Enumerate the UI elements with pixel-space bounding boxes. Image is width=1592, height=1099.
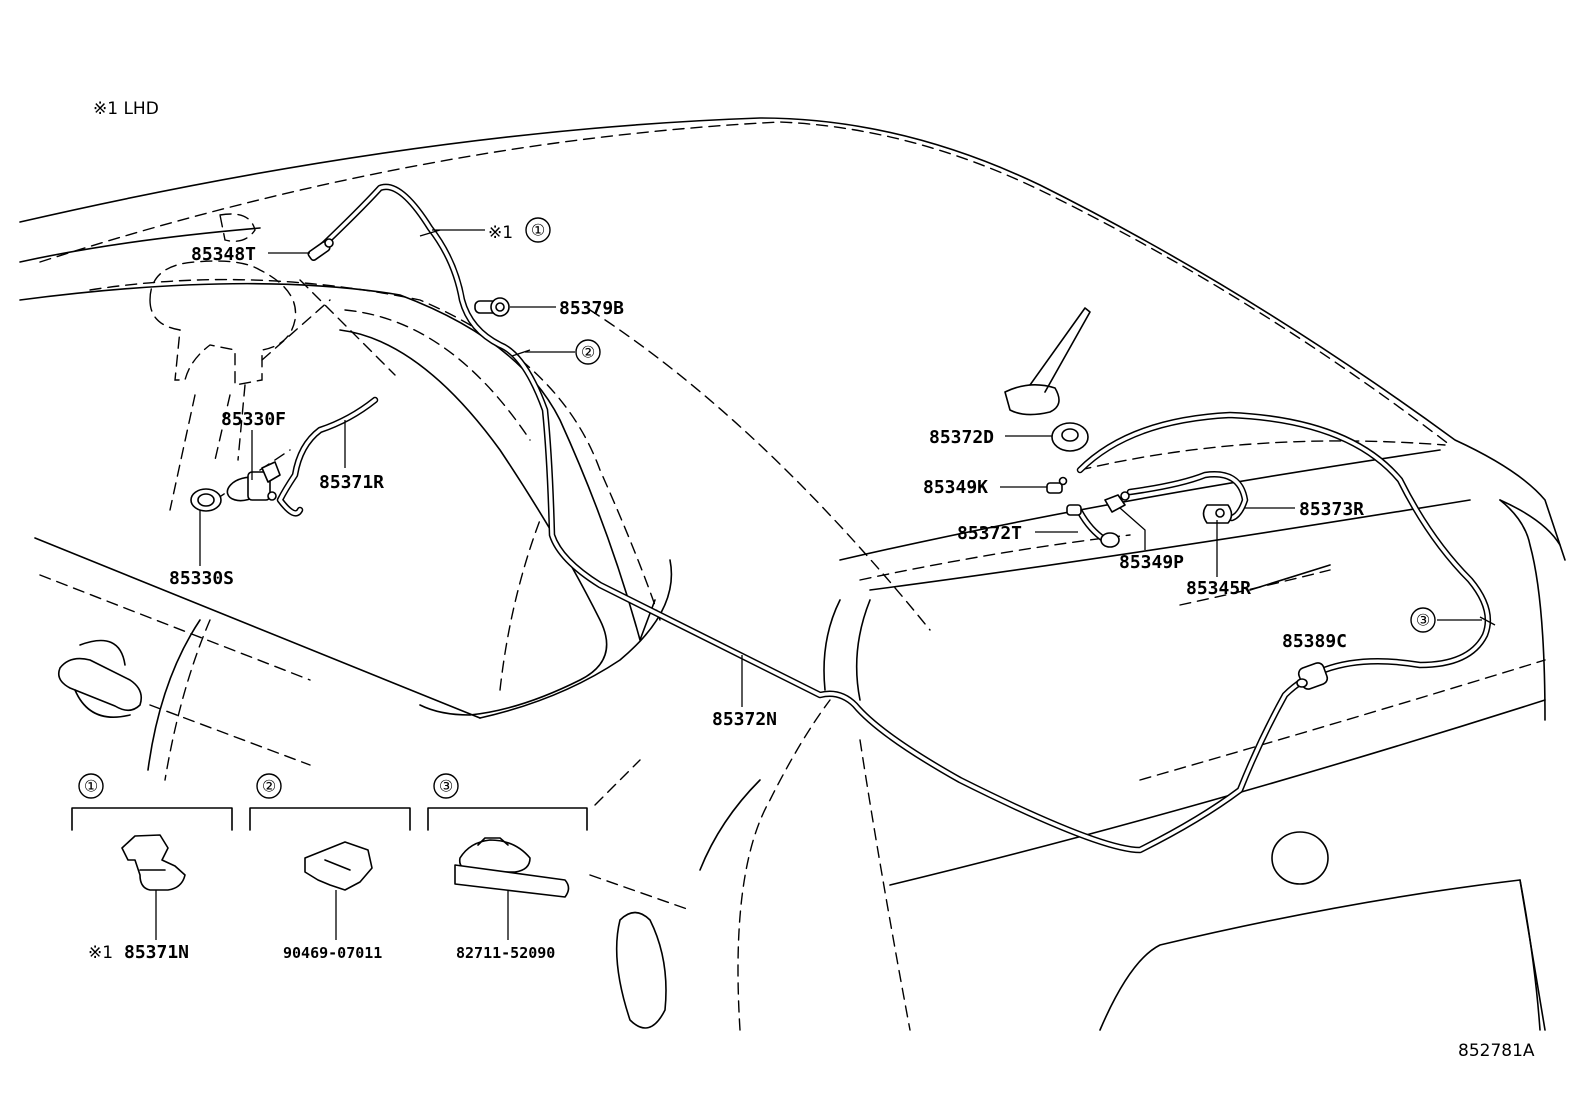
cap-85389C (1296, 662, 1329, 690)
detail-3-part: 82711-52090 (456, 944, 555, 962)
callout-2: ② (581, 343, 595, 362)
detail-1-part: 85371N (124, 942, 189, 963)
clip-85379B (474, 297, 510, 317)
hose-85373R (1126, 471, 1249, 522)
detail-box-3: ③ 82711-52090 (427, 773, 588, 962)
callout-3-circle (1410, 607, 1436, 633)
joint-85349P (1104, 491, 1130, 513)
label-85371R: 85371R (319, 472, 384, 493)
detail-box-1: ① ※1 85371N (71, 773, 233, 963)
hose-85371R (276, 396, 379, 517)
pump-85330F (226, 461, 281, 502)
label-85379B: 85379B (559, 298, 624, 319)
label-85330S: 85330S (169, 568, 234, 589)
detail-1-callout: ① (84, 777, 98, 796)
header-note: ※1 LHD (93, 99, 159, 119)
callout-3: ③ (1416, 611, 1430, 630)
label-85372D: 85372D (929, 427, 994, 448)
callout-1-circle (525, 217, 551, 243)
hose-85372T (1076, 508, 1109, 544)
label-85345R: 85345R (1186, 578, 1251, 599)
joint-85348T (307, 238, 334, 262)
clamp-markers (419, 229, 1496, 626)
label-85348T: 85348T (191, 244, 256, 265)
detail-1-marker: ※1 (88, 943, 113, 963)
label-85349K: 85349K (923, 477, 988, 498)
check-valve-85372T (1066, 504, 1120, 548)
grommet-85330S (190, 488, 222, 512)
grommet-85372D (1051, 422, 1089, 452)
label-85330F: 85330F (221, 409, 286, 430)
detail-box-2: ② 90469-07011 (249, 773, 411, 962)
detail-3-callout: ③ (439, 777, 453, 796)
label-85373R: 85373R (1299, 499, 1364, 520)
callout-1: ① (531, 221, 545, 240)
label-85372N: 85372N (712, 709, 777, 730)
diagram-id: 852781A (1458, 1041, 1535, 1061)
joint-85349K (1046, 476, 1068, 494)
label-85389C: 85389C (1282, 631, 1347, 652)
nozzle-85345R (1202, 504, 1233, 524)
callout-2-circle (575, 339, 601, 365)
note-marker-1: ※1 (488, 223, 513, 243)
label-85372T: 85372T (957, 523, 1022, 544)
detail-2-callout: ② (262, 777, 276, 796)
hose-85372N (314, 183, 1492, 854)
leader-lines (199, 229, 1482, 707)
detail-2-part: 90469-07011 (283, 944, 382, 962)
label-85349P: 85349P (1119, 552, 1184, 573)
